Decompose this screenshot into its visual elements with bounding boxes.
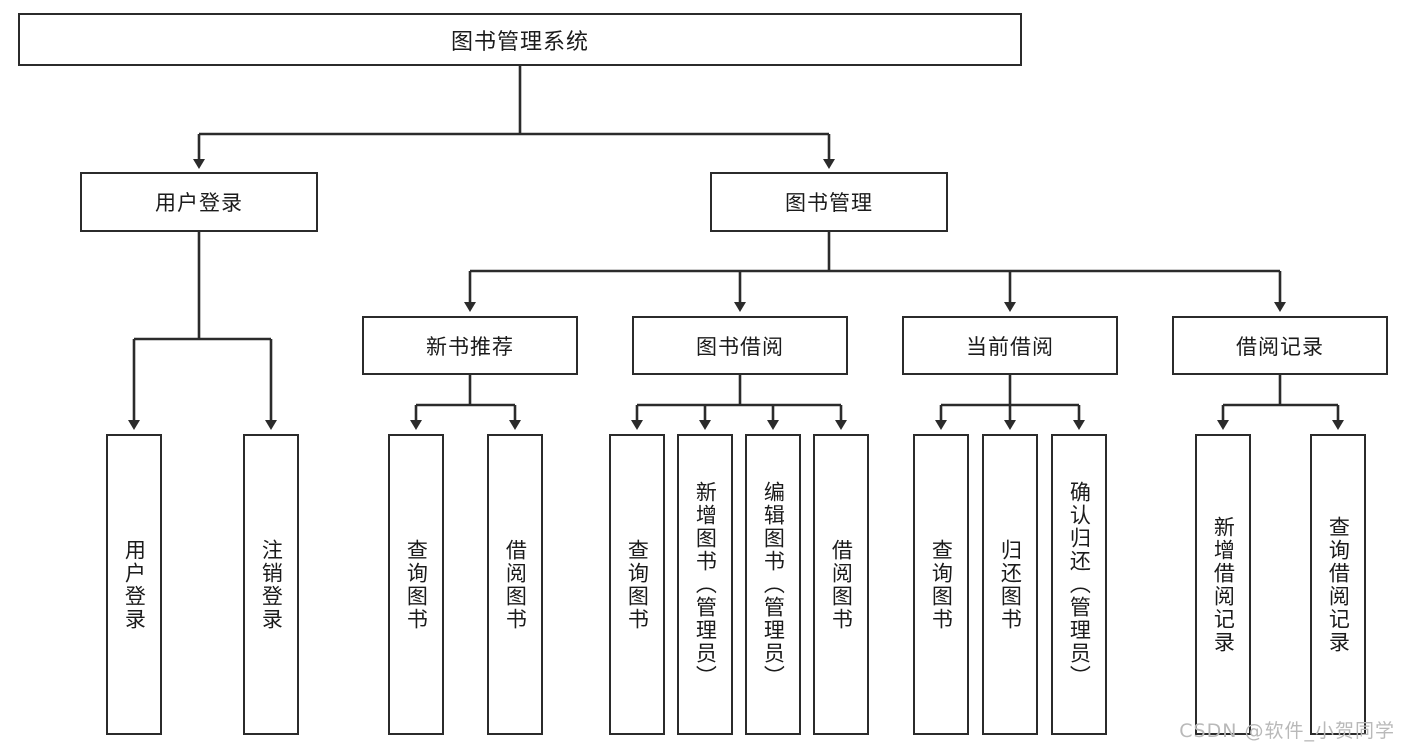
leaf-user-login[interactable]: 用户登录 bbox=[106, 434, 162, 735]
leaf-borrow-books-recommend[interactable]: 借阅图书 bbox=[487, 434, 543, 735]
leaf-query-books-borrow[interactable]: 查询图书 bbox=[609, 434, 665, 735]
node-new-book-recommend[interactable]: 新书推荐 bbox=[362, 316, 578, 375]
leaf-query-books-current[interactable]: 查询图书 bbox=[913, 434, 969, 735]
leaf-query-borrow-record[interactable]: 查询借阅记录 bbox=[1310, 434, 1366, 735]
node-borrow-record[interactable]: 借阅记录 bbox=[1172, 316, 1388, 375]
leaf-add-book-admin[interactable]: 新增图书（管理员） bbox=[677, 434, 733, 735]
leaf-borrow-books-borrow[interactable]: 借阅图书 bbox=[813, 434, 869, 735]
leaf-logout[interactable]: 注销登录 bbox=[243, 434, 299, 735]
node-user-login[interactable]: 用户登录 bbox=[80, 172, 318, 232]
node-book-borrow[interactable]: 图书借阅 bbox=[632, 316, 848, 375]
leaf-confirm-return-admin[interactable]: 确认归还（管理员） bbox=[1051, 434, 1107, 735]
node-root-system[interactable]: 图书管理系统 bbox=[18, 13, 1022, 66]
node-current-borrow[interactable]: 当前借阅 bbox=[902, 316, 1118, 375]
leaf-edit-book-admin[interactable]: 编辑图书（管理员） bbox=[745, 434, 801, 735]
leaf-return-book[interactable]: 归还图书 bbox=[982, 434, 1038, 735]
node-book-management[interactable]: 图书管理 bbox=[710, 172, 948, 232]
leaf-add-borrow-record[interactable]: 新增借阅记录 bbox=[1195, 434, 1251, 735]
leaf-query-books-recommend[interactable]: 查询图书 bbox=[388, 434, 444, 735]
